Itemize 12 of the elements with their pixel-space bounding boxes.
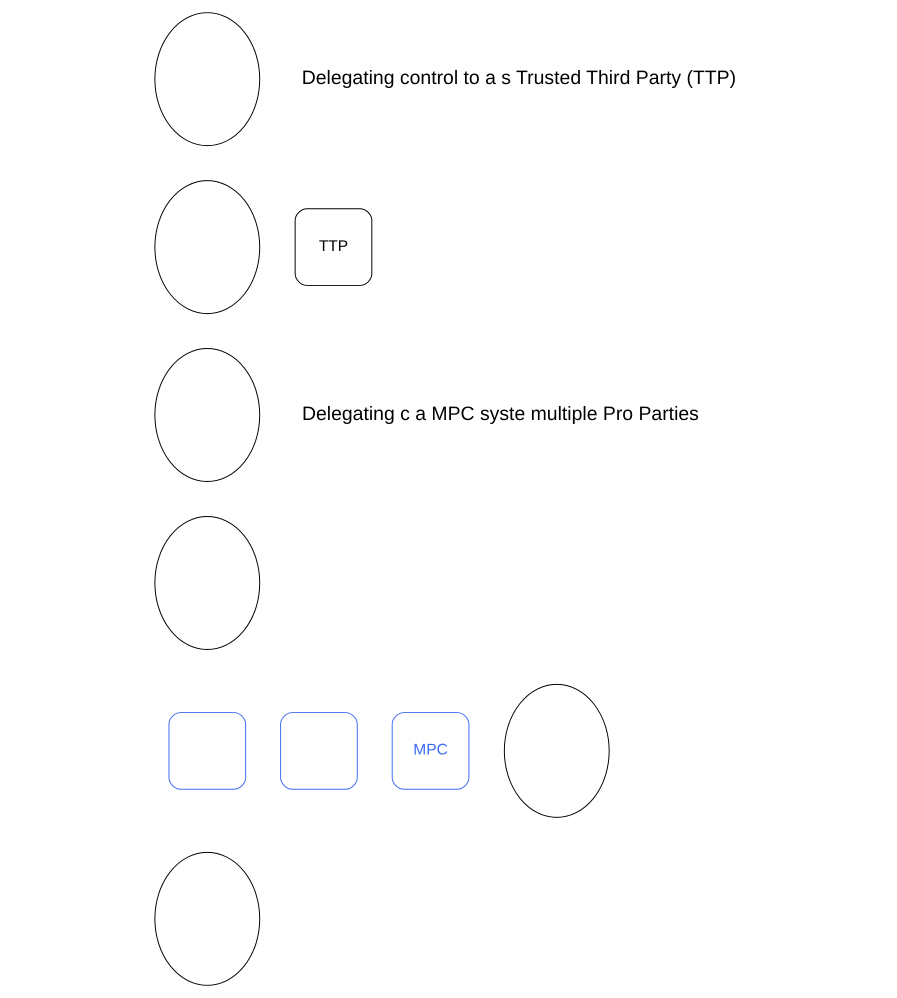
node-box: TTP — [294, 208, 372, 286]
label: Delegating control to a s Trusted Third Party (TTP) — [301, 67, 736, 90]
node-box: MPC — [391, 712, 469, 790]
node-ellipse — [154, 852, 260, 986]
node-ellipse — [503, 684, 610, 818]
node-box — [280, 712, 358, 790]
node-ellipse — [154, 12, 260, 146]
node-box — [168, 712, 246, 790]
node-ellipse — [154, 180, 260, 314]
node-ellipse — [154, 348, 260, 482]
node-ellipse — [154, 516, 260, 650]
label: Delegating c a MPC syste multiple Pro Parties — [301, 402, 698, 425]
